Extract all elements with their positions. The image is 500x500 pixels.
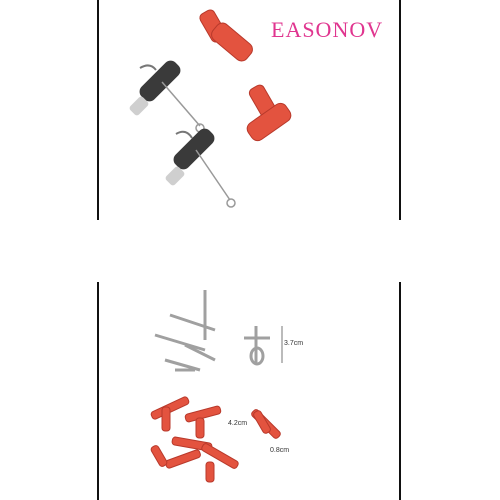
dimension-label-height: 3.7cm [284,340,304,347]
dimension-label-diameter: 0.8cm [270,447,290,454]
frame-right-bottom [399,282,401,500]
frame-left-bottom [97,282,99,500]
brand-logo: EASONOV [271,17,384,42]
tee-cluster [150,396,239,483]
tee-connector-1 [199,9,253,62]
frame-left-top [97,0,99,220]
tee-connector-2 [246,84,292,142]
nipple-drinker-2 [165,128,236,208]
nipple-drinker-1 [129,60,205,133]
nipple-single [244,326,270,366]
tee-single [251,409,281,439]
dimension-label-length: 4.2cm [228,420,248,427]
frame-right-top [399,0,401,220]
nipple-cluster [154,290,216,372]
